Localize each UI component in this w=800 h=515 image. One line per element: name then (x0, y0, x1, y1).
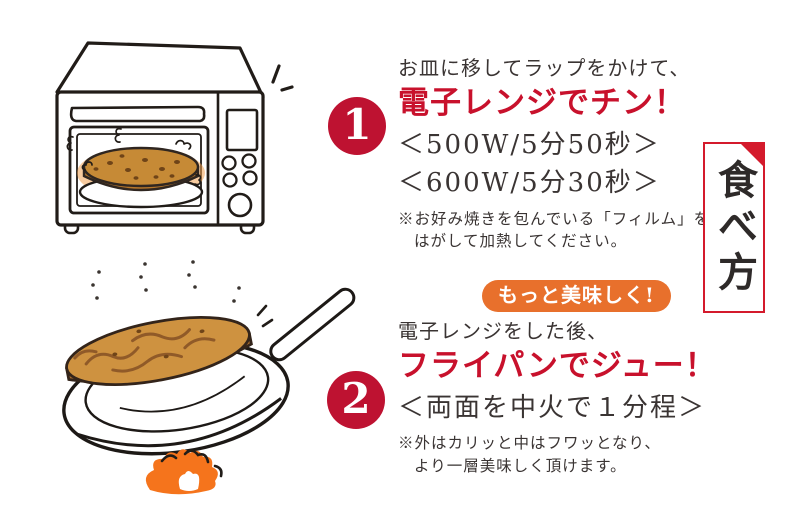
step-1-setting-500w: ＜500W/5分50秒＞ (398, 129, 661, 160)
okonomiyaki-flipping (65, 316, 253, 386)
step-1-number: 1 (342, 99, 372, 149)
dial-knob (227, 192, 253, 218)
step-1-intro: お皿に移してラップをかけて、 (398, 56, 691, 80)
step-1-note: ※お好み焼きを包んでいる「フィルム」を はがして加熱してください。 (398, 208, 710, 253)
okonomiyaki-top (82, 146, 200, 188)
microwave-handle (69, 105, 206, 123)
step-2-headline: フライパンでジュー！ (398, 348, 717, 384)
ding-motion-lines (271, 64, 294, 92)
step-1-setting-600w: ＜600W/5分30秒＞ (398, 168, 661, 199)
control-buttons (221, 153, 258, 188)
step-2-text-block: 電子レンジをした後、 フライパンでジュー！ ＜両面を中火で１分程＞ ※外はカリッ… (398, 318, 717, 477)
step-2-number-badge: 2 (327, 371, 385, 429)
tastier-badge: もっと美味しく! (482, 280, 671, 312)
step-1-number-badge: 1 (328, 97, 386, 155)
step-2-number: 2 (341, 373, 371, 423)
microwave-top (55, 41, 265, 99)
display-screen (225, 108, 259, 152)
microwave-illustration (55, 41, 294, 235)
flip-motion-lines (256, 304, 274, 328)
how-to-eat-label: 食べ方 (711, 158, 758, 297)
step-2-note-line-1: ※外はカリッと中はフワッとなり、 (398, 434, 661, 453)
step-2-note: ※外はカリッと中はフワッとなり、 より一層美味しく頂けます。 (398, 432, 661, 477)
steam-icon (66, 127, 202, 186)
steam-dots (91, 260, 241, 303)
step-2-intro: 電子レンジをした後、 (398, 319, 608, 343)
frying-pan-illustration (62, 260, 356, 495)
step-1-note-line-2: はがして加熱してください。 (414, 232, 628, 251)
how-to-eat-label-box: 食べ方 (703, 142, 765, 313)
step-1-headline: 電子レンジでチン！ (398, 85, 686, 121)
step-1-text-block: お皿に移してラップをかけて、 電子レンジでチン！ ＜500W/5分50秒＞ ＜6… (398, 55, 710, 253)
tastier-badge-label: もっと美味しく! (498, 283, 655, 307)
step-2-note-line-2: より一層美味しく頂けます。 (414, 456, 627, 475)
step-2-setting: ＜両面を中火で１分程＞ (398, 392, 707, 423)
okonomiyaki-spots (93, 154, 180, 180)
step-1-note-line-1: ※お好み焼きを包んでいる「フィルム」を (398, 209, 711, 228)
flame-icon (145, 449, 223, 495)
pan-handle (269, 287, 356, 362)
folded-corner-icon (741, 144, 763, 166)
